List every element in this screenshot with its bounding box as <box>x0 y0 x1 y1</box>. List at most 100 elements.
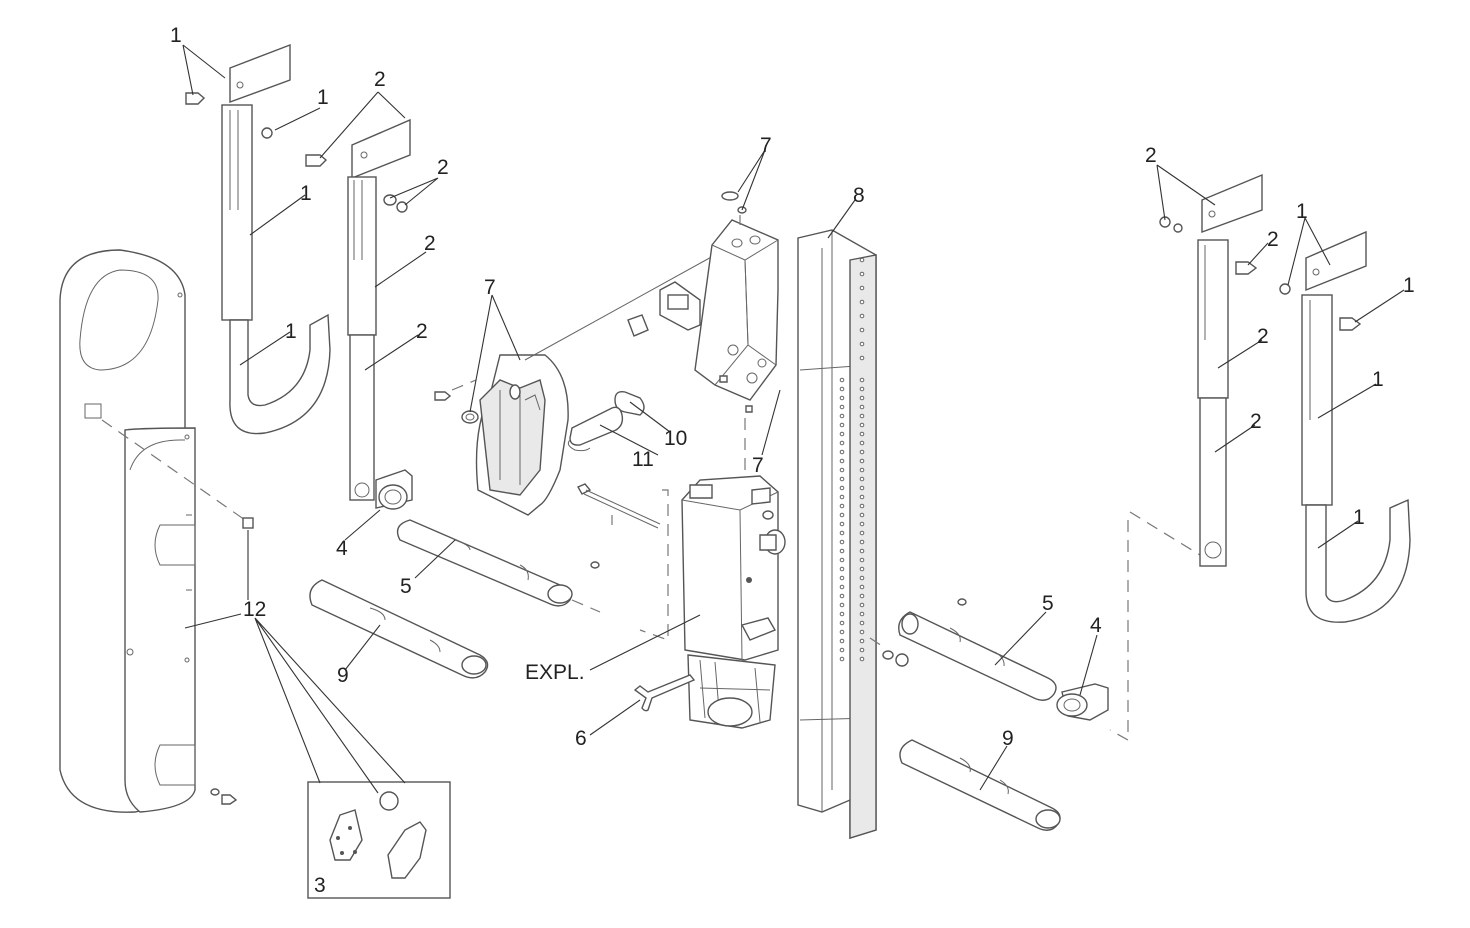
column-hole <box>859 467 865 473</box>
column-hole-pattern <box>839 257 865 662</box>
column-hole <box>859 440 865 446</box>
side-cover-panel <box>59 249 196 813</box>
column-hole <box>839 656 845 662</box>
callout-1-right-top: 1 <box>1296 200 1308 223</box>
column-hole <box>859 584 865 590</box>
cover-screw <box>210 788 238 805</box>
column-hole <box>839 386 845 392</box>
callout-1-hook: 1 <box>285 320 297 343</box>
column-hole <box>839 557 845 563</box>
top-bracket-housing <box>694 191 779 413</box>
callout-2-top: 2 <box>374 68 386 91</box>
column-hole <box>859 557 865 563</box>
column-hole <box>859 377 865 383</box>
left-shaft-5 <box>396 519 601 613</box>
right-hook-arm-1 <box>1279 230 1411 623</box>
right-shaft-5 <box>869 598 1057 701</box>
column-hole <box>839 647 845 653</box>
callout-7-latch: 7 <box>484 276 496 299</box>
callout-8: 8 <box>853 184 865 207</box>
switch-plate <box>659 281 701 331</box>
column-hole <box>859 313 865 319</box>
column-hole <box>859 566 865 572</box>
column-hole <box>859 413 865 419</box>
cap-part <box>627 314 649 337</box>
column-hole <box>839 521 845 527</box>
column-hole <box>859 327 865 333</box>
column-hole <box>859 458 865 464</box>
column-hole <box>839 467 845 473</box>
column-hole <box>859 494 865 500</box>
callout-9-right: 9 <box>1002 727 1014 750</box>
latch-bracket <box>475 354 569 516</box>
callout-labels: 1 1 2 2 1 2 2 1 4 5 9 12 3 7 7 8 10 11 7… <box>170 24 1415 897</box>
column-hole <box>859 638 865 644</box>
column-hole <box>839 422 845 428</box>
column-hole <box>859 299 865 305</box>
column-hole <box>859 647 865 653</box>
column-hole <box>839 548 845 554</box>
column-hole <box>839 431 845 437</box>
callout-7-bottom: 7 <box>752 454 764 477</box>
column-hole <box>859 521 865 527</box>
column-hole <box>839 404 845 410</box>
column-hole <box>839 638 845 644</box>
column-hole <box>859 620 865 626</box>
right-arm-2 <box>1159 173 1263 567</box>
column-hole <box>859 656 865 662</box>
callout-2-washer: 2 <box>437 156 449 179</box>
callout-12: 12 <box>243 598 266 621</box>
column-hole <box>859 485 865 491</box>
column-hole <box>839 494 845 500</box>
callout-1-right-hook: 1 <box>1353 506 1365 529</box>
column-hole <box>859 530 865 536</box>
callout-4-right: 4 <box>1090 614 1102 637</box>
column-hole <box>839 395 845 401</box>
column-hole <box>839 611 845 617</box>
callout-2-right-bolt: 2 <box>1267 228 1279 251</box>
callout-leaders <box>182 44 1405 794</box>
right-shaft-9 <box>899 739 1061 831</box>
clip-part <box>242 517 254 529</box>
release-handle-6 <box>633 674 696 712</box>
callout-1-right-arm: 1 <box>1372 368 1384 391</box>
column-channel-8 <box>797 229 877 839</box>
capacitor-11 <box>567 406 624 452</box>
callout-11: 11 <box>632 448 654 471</box>
callout-1-top-left: 1 <box>170 24 182 47</box>
column-hole <box>859 285 865 291</box>
left-hook-arm-1 <box>185 43 331 435</box>
column-hole <box>859 386 865 392</box>
column-hole <box>839 530 845 536</box>
column-hole <box>839 512 845 518</box>
column-hole <box>839 602 845 608</box>
column-hole <box>859 539 865 545</box>
callout-10: 10 <box>664 427 687 450</box>
column-hole <box>839 503 845 509</box>
callout-2-arm-lower: 2 <box>416 320 428 343</box>
column-hole <box>839 458 845 464</box>
callout-1-nut: 1 <box>317 86 329 109</box>
callout-1-arm: 1 <box>300 182 312 205</box>
column-hole <box>839 584 845 590</box>
column-hole <box>859 512 865 518</box>
column-hole <box>859 257 865 263</box>
column-hole <box>839 377 845 383</box>
column-hole <box>839 629 845 635</box>
callout-3: 3 <box>314 874 326 897</box>
left-shaft-9 <box>309 579 489 679</box>
column-hole <box>839 440 845 446</box>
callout-1-right-bolt: 1 <box>1403 274 1415 297</box>
column-hole <box>859 503 865 509</box>
column-hole <box>859 476 865 482</box>
column-hole <box>839 593 845 599</box>
left-arm-2 <box>305 118 413 510</box>
column-hole <box>859 341 865 347</box>
callout-2-right-arm-upper: 2 <box>1257 325 1269 348</box>
callout-2-arm-upper: 2 <box>424 232 436 255</box>
column-hole <box>839 566 845 572</box>
callout-2-right-top: 2 <box>1145 144 1157 167</box>
callout-2-right-arm-lower: 2 <box>1250 410 1262 433</box>
column-hole <box>859 611 865 617</box>
